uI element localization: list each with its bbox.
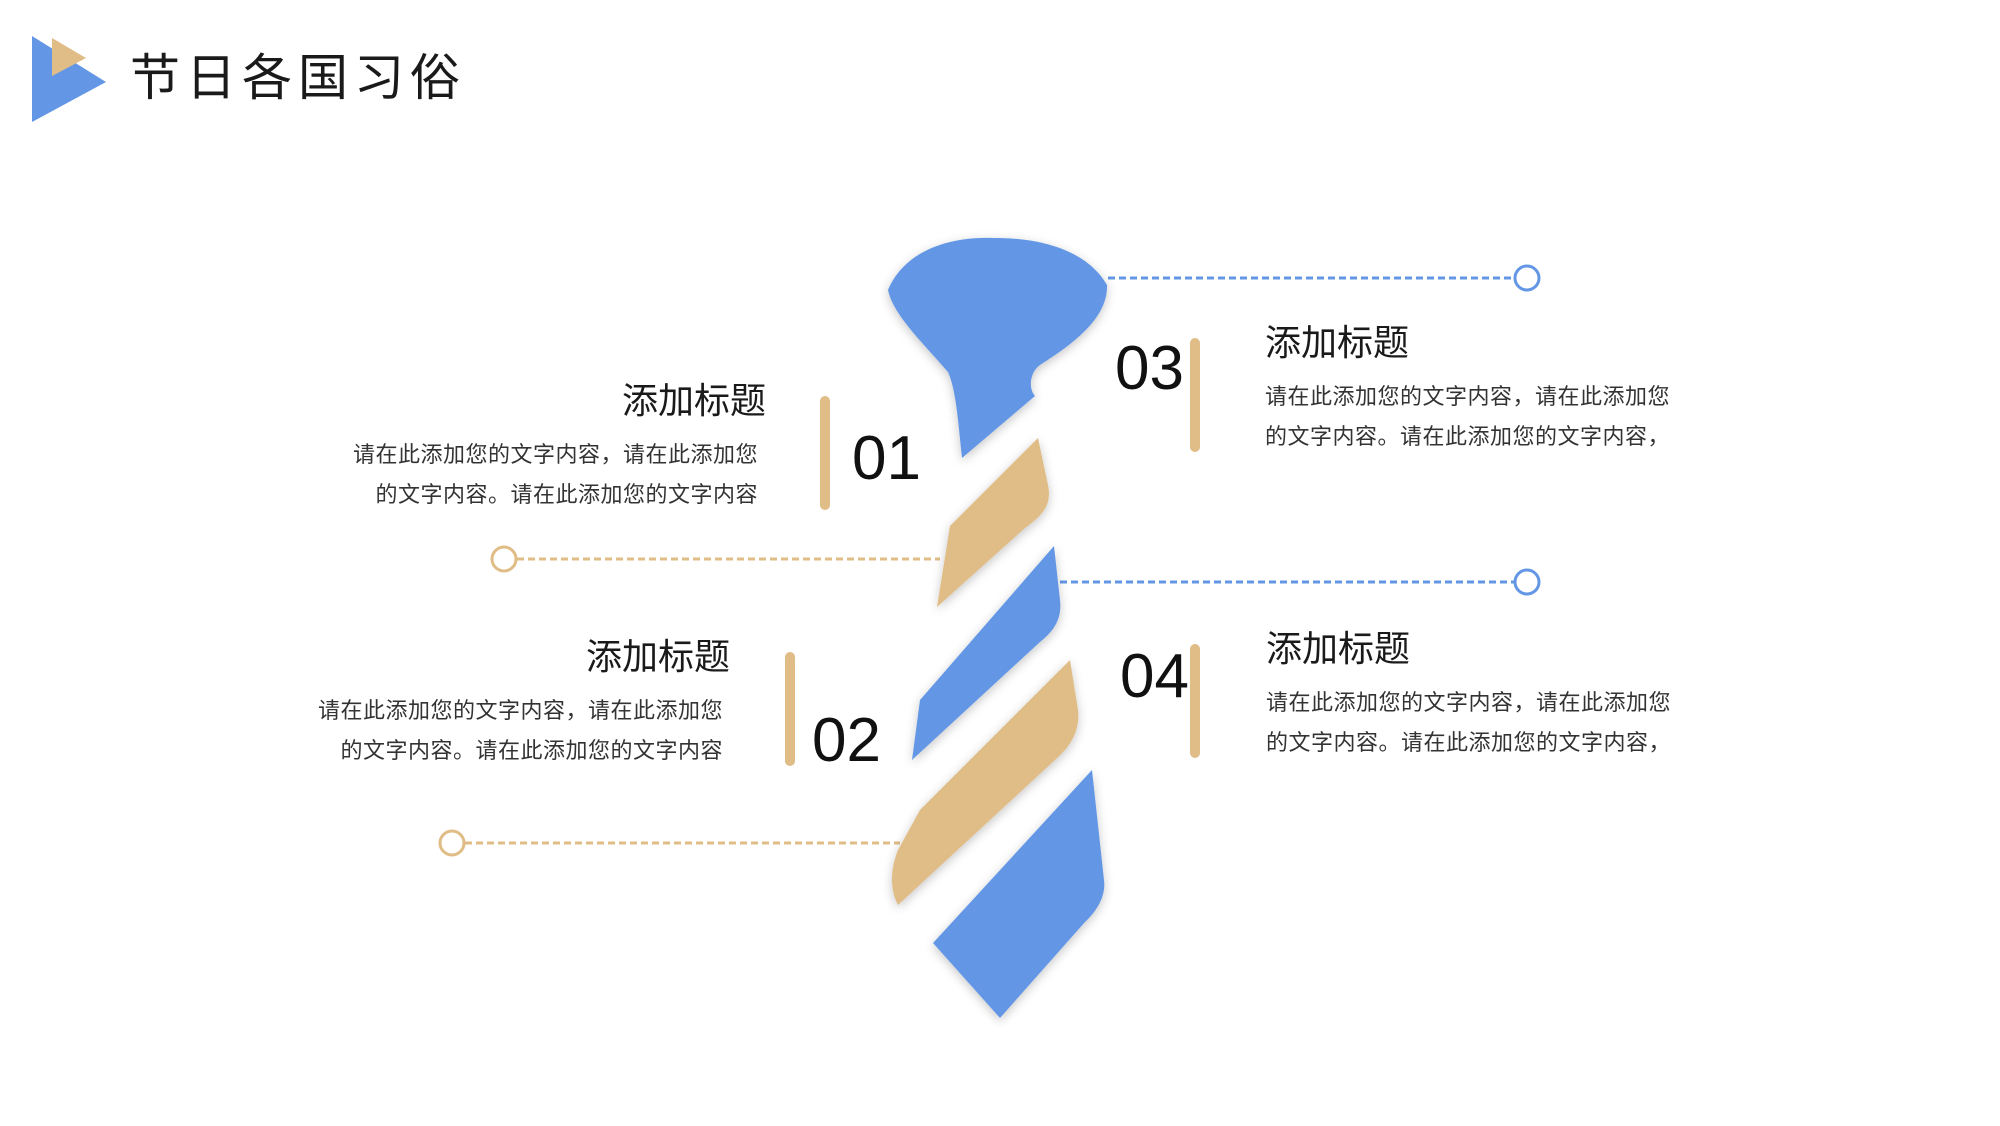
item-04-bar: [1190, 644, 1200, 758]
item-01-number: 01: [852, 424, 921, 493]
item-03-text-line1: 请在此添加您的文字内容，请在此添加您: [1265, 385, 1671, 410]
item-01-bar: [820, 396, 830, 510]
item-03-bar: [1190, 338, 1200, 452]
tie-knot: [888, 237, 1108, 458]
item-01-text-line1: 请在此添加您的文字内容，请在此添加您: [352, 443, 758, 468]
item-04-number: 04: [1120, 642, 1189, 711]
connector-line-01: [490, 545, 940, 573]
item-02-number: 02: [812, 706, 881, 775]
tie-stripe-blue-1: [912, 546, 1061, 760]
item-01-title: 添加标题: [621, 381, 766, 422]
connector-line-04: [1060, 568, 1541, 596]
item-04-text: 请在此添加您的文字内容，请在此添加您 的文字内容。请在此添加您的文字内容，: [1266, 684, 1736, 764]
item-04-text-line2: 的文字内容。请在此添加您的文字内容，: [1266, 731, 1672, 756]
tie-stripe-gold-1: [937, 438, 1049, 607]
item-03-text-line2: 的文字内容。请在此添加您的文字内容，: [1265, 425, 1671, 450]
item-02-text-line1: 请在此添加您的文字内容，请在此添加您: [317, 699, 723, 724]
item-03-number: 03: [1115, 334, 1184, 403]
item-04-text-line1: 请在此添加您的文字内容，请在此添加您: [1266, 691, 1672, 716]
item-01-text-line2: 的文字内容。请在此添加您的文字内容: [375, 483, 758, 508]
item-02-text-line2: 的文字内容。请在此添加您的文字内容: [340, 739, 723, 764]
page-title: 节日各国习俗: [130, 49, 466, 107]
item-02-bar: [785, 652, 795, 766]
item-02-text: 请在此添加您的文字内容，请在此添加您 的文字内容。请在此添加您的文字内容: [253, 692, 723, 772]
tie-stripe-gold-2: [892, 660, 1079, 905]
item-04-title: 添加标题: [1266, 629, 1411, 670]
connector-line-03: [1108, 264, 1541, 292]
item-03-text: 请在此添加您的文字内容，请在此添加您 的文字内容。请在此添加您的文字内容，: [1265, 378, 1735, 458]
item-03-title: 添加标题: [1265, 323, 1410, 364]
logo-triangle-icon: [32, 36, 106, 122]
tie-stripe-blue-2: [933, 770, 1105, 1018]
item-01-text: 请在此添加您的文字内容，请在此添加您 的文字内容。请在此添加您的文字内容: [288, 436, 758, 516]
item-02-title: 添加标题: [585, 637, 730, 678]
connector-line-02: [438, 829, 900, 857]
